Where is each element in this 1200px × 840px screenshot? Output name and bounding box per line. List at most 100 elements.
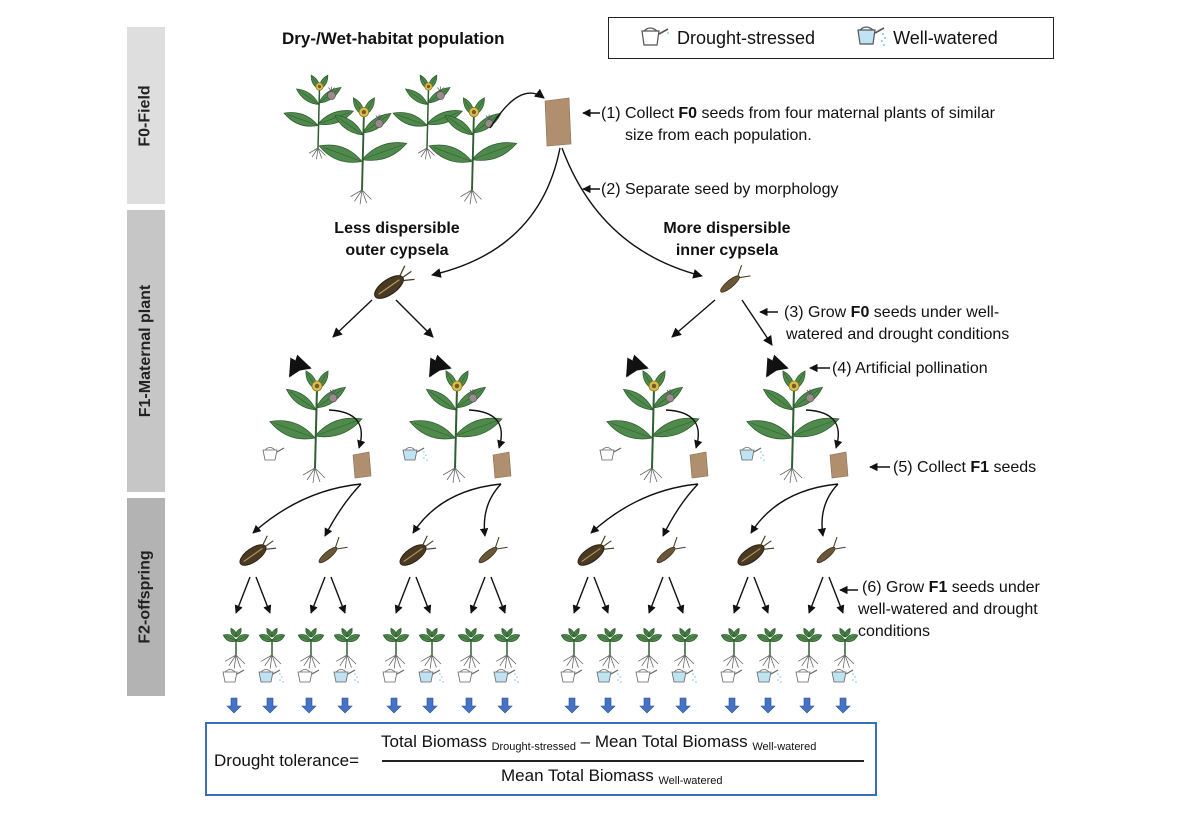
- formula-numerator: Total Biomass Drought-stressed – Mean To…: [381, 732, 817, 753]
- arrow-seed-to-seedling-b-3: [415, 576, 432, 614]
- f2-seedling-11: [635, 627, 663, 669]
- legend-drought: Drought-stressed: [637, 25, 815, 51]
- f2-seedling-2: [258, 627, 286, 669]
- arrow-seed-to-seedling-a-3: [394, 576, 411, 614]
- arrow-bag-to-inner-seed-4: [817, 483, 839, 537]
- f2-seedling-5: [382, 627, 410, 669]
- f2-watering-can-14: [756, 669, 782, 683]
- arrow-plant-to-bag-2: [468, 409, 506, 449]
- f2-seedling-16: [831, 627, 859, 669]
- arrow-bag-to-inner-seed-2: [479, 483, 502, 537]
- arrow-seed-to-seedling-b-2: [330, 576, 347, 614]
- f2-inner-seed-8: [816, 536, 846, 564]
- f2-seedling-15: [795, 627, 823, 669]
- f2-outer-seed-7: [737, 535, 775, 566]
- f2-watering-can-15: [795, 669, 818, 683]
- arrow-plants-to-bag: [489, 88, 545, 129]
- arrow-seed-to-seedling-b-8: [828, 576, 845, 614]
- arrow-bag-to-outer-seed-3: [590, 483, 699, 534]
- stage-label-f2: F2-offspring: [127, 498, 165, 696]
- f2-outer-seed-1: [239, 535, 277, 566]
- f2-watering-can-10: [596, 669, 622, 683]
- f1-seed-bag-4: [829, 451, 849, 479]
- population-title: Dry-/Wet-habitat population: [282, 29, 505, 48]
- pollination-arrow-1: [288, 354, 312, 378]
- f2-seedling-13: [720, 627, 748, 669]
- result-arrow-7: [461, 697, 477, 714]
- inner-cypsela-seed: [720, 264, 751, 293]
- arrow-inner-to-plant-4: [741, 299, 773, 346]
- f2-watering-can-3: [297, 669, 320, 683]
- arrow-seed-to-seedling-b-1: [255, 576, 272, 614]
- arrow-bag-to-inner-seed-3: [662, 483, 699, 537]
- arrow-inner-to-plant-3: [671, 299, 716, 338]
- result-arrow-3: [301, 697, 317, 714]
- stage-label-f0: F0-Field: [127, 27, 165, 204]
- f2-seedling-8: [493, 627, 521, 669]
- result-arrow-1: [226, 697, 242, 714]
- result-arrow-15: [799, 697, 815, 714]
- pollination-arrow-4: [765, 354, 789, 378]
- arrow-seed-to-seedling-b-4: [490, 576, 507, 614]
- arrow-bag-to-outer-seed-1: [252, 483, 362, 534]
- f0-seed-bag: [544, 97, 572, 147]
- f2-seedling-9: [560, 627, 588, 669]
- f1-seed-bag-1: [352, 451, 372, 479]
- f0-field-plants: [283, 74, 572, 205]
- arrow-bag-to-inner: [561, 147, 703, 279]
- result-arrow-6: [422, 697, 438, 714]
- f0-plant-2: [318, 97, 408, 205]
- f0-plant-4: [428, 97, 518, 205]
- f2-seedling-3: [297, 627, 325, 669]
- arrow-bag-to-outer-seed-2: [412, 483, 502, 534]
- formula-fraction-bar: [382, 760, 864, 762]
- result-arrow-12: [675, 697, 691, 714]
- f2-seedling-1: [222, 627, 250, 669]
- arrow-seed-to-seedling-a-8: [807, 576, 824, 614]
- f1-maternal-plant-3: [606, 370, 700, 484]
- f2-watering-can-7: [457, 669, 480, 683]
- f1-watering-can-3: [599, 447, 622, 461]
- f1-watering-can-1: [262, 447, 285, 461]
- f2-watering-can-8: [493, 669, 519, 683]
- arrow-plant-to-bag-4: [805, 409, 843, 449]
- f2-watering-can-1: [222, 669, 245, 683]
- arrow-seed-to-seedling-b-7: [753, 576, 770, 614]
- f2-outer-seed-3: [399, 535, 437, 566]
- f1-maternal-plant-2: [409, 370, 503, 484]
- step-2-text: (2) Separate seed by morphology: [601, 181, 839, 198]
- arrow-outer-to-plant-1: [332, 299, 373, 338]
- f2-watering-can-16: [831, 669, 857, 683]
- arrow-bag-to-outer-seed-4: [750, 483, 839, 534]
- f2-watering-can-11: [635, 669, 658, 683]
- step-5-text: (5) Collect F1 seeds: [893, 459, 1037, 476]
- legend: Drought-stressed Well-watered: [608, 17, 1054, 59]
- arrow-seed-to-seedling-a-6: [647, 576, 664, 614]
- step-1-text: (1) Collect F0 seeds from four maternal …: [601, 105, 995, 144]
- flow-arrows: [234, 88, 890, 614]
- f2-offspring-plants: [222, 535, 859, 714]
- f1-maternal-plant-4: [746, 370, 840, 484]
- f1-watering-can-2: [402, 447, 428, 461]
- f2-inner-seed-6: [656, 536, 686, 564]
- f2-watering-can-2: [258, 669, 284, 683]
- f2-inner-seed-2: [318, 536, 348, 564]
- f2-seedling-14: [756, 627, 784, 669]
- result-arrow-13: [724, 697, 740, 714]
- arrow-outer-to-plant-2: [395, 299, 434, 338]
- result-arrow-2: [262, 697, 278, 714]
- result-arrow-8: [497, 697, 513, 714]
- f1-maternal-plants: [262, 264, 849, 484]
- f2-seedling-12: [671, 627, 699, 669]
- arrow-plant-to-bag-1: [328, 409, 366, 449]
- watering-can-water-icon: [857, 26, 887, 46]
- f1-maternal-plant-1: [269, 370, 363, 484]
- result-arrow-5: [386, 697, 402, 714]
- formula-denominator: Mean Total Biomass Well-watered: [501, 766, 723, 787]
- result-arrow-9: [564, 697, 580, 714]
- stage-label-f1: F1-Maternal plant: [127, 210, 165, 492]
- arrow-seed-to-seedling-a-7: [732, 576, 749, 614]
- f2-seedling-4: [333, 627, 361, 669]
